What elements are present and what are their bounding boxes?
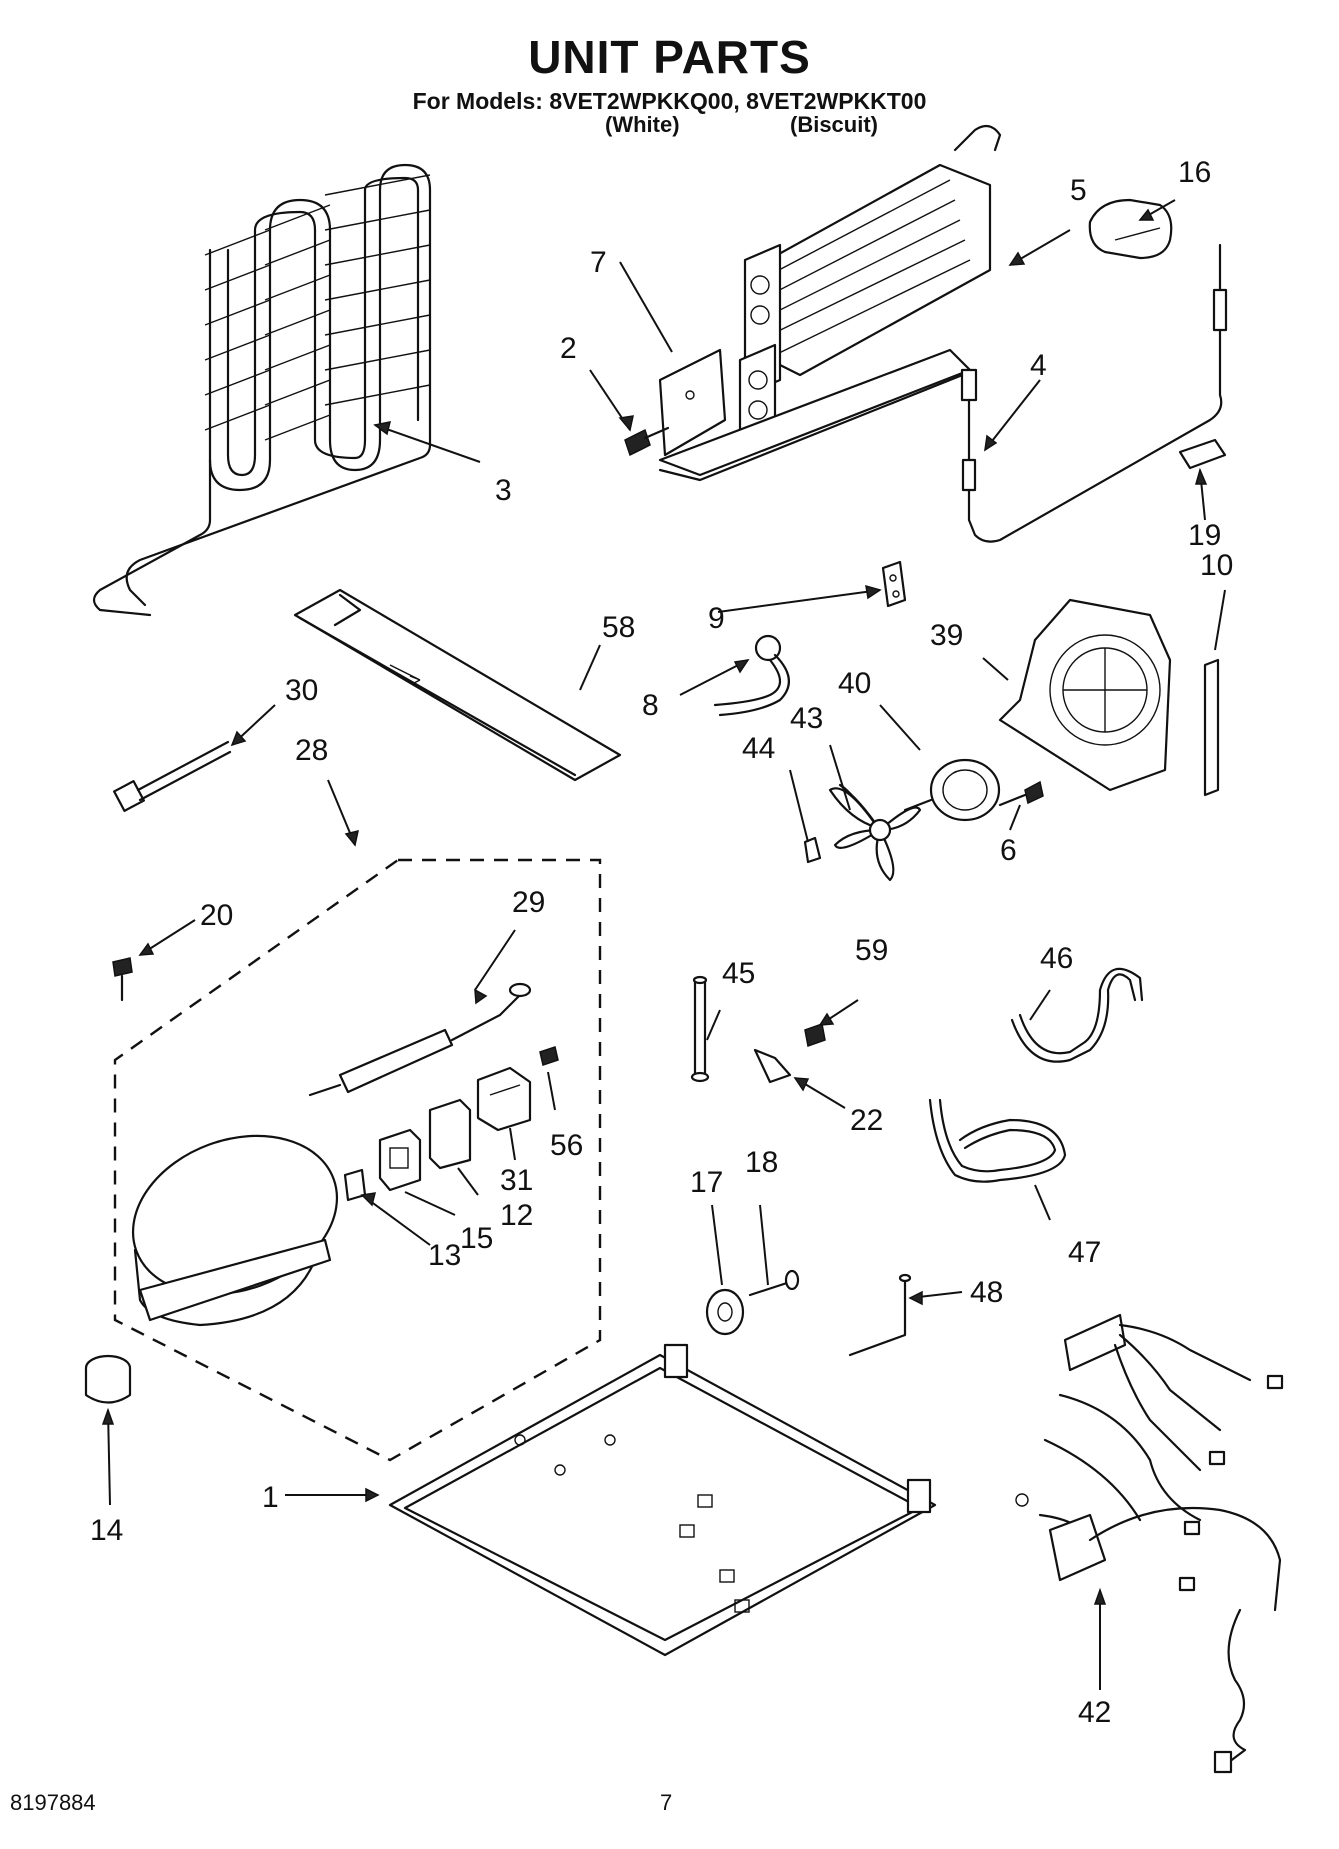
part-screw-56 (539, 1046, 559, 1066)
part-fan-blade (828, 783, 922, 882)
callout-58: 58 (602, 611, 635, 644)
part-bracket-22 (753, 1048, 792, 1084)
callout-8: 8 (642, 689, 659, 722)
part-screw-20 (112, 957, 133, 1002)
part-base-plate (388, 1343, 937, 1657)
variant-biscuit-label: (Biscuit) (790, 112, 878, 137)
part-wire-harness (1015, 1313, 1284, 1774)
part-grommet (713, 634, 790, 717)
part-pin-45 (690, 975, 710, 1083)
callout-46: 46 (1040, 942, 1073, 975)
callout-7: 7 (590, 246, 607, 279)
callout-6: 6 (1000, 834, 1017, 867)
part-compressor-grommet (84, 1354, 132, 1404)
callout-10: 10 (1200, 549, 1233, 582)
callout-17: 17 (690, 1166, 723, 1199)
callout-2: 2 (560, 332, 577, 365)
callout-3: 3 (495, 474, 512, 507)
part-condenser-coil (92, 163, 432, 617)
callout-31: 31 (500, 1164, 533, 1197)
part-relay-cover (476, 1066, 532, 1132)
variant-white-label: (White) (605, 112, 680, 137)
part-drain-tray (293, 588, 622, 782)
part-screw-59 (804, 1023, 826, 1047)
callout-45: 45 (722, 957, 755, 990)
callout-4: 4 (1030, 349, 1047, 382)
part-fan-shroud (998, 598, 1172, 792)
part-gasket-strip (1203, 658, 1220, 797)
callout-12: 12 (500, 1199, 533, 1232)
callout-44: 44 (742, 732, 775, 765)
callout-labels: 1 2 3 4 5 6 7 8 9 10 12 13 14 15 16 17 1… (90, 156, 1233, 1729)
part-sensor-clip (1178, 438, 1227, 470)
part-tube-48 (848, 1273, 912, 1357)
part-tube-47 (928, 1098, 1067, 1183)
leader-arrowheads (101, 208, 1208, 1605)
callout-13: 13 (428, 1239, 461, 1272)
callout-39: 39 (930, 619, 963, 652)
callout-22: 22 (850, 1104, 883, 1137)
page-title: UNIT PARTS (528, 31, 811, 83)
part-tube-46 (1010, 967, 1144, 1063)
callout-47: 47 (1068, 1236, 1101, 1269)
part-start-relay (378, 1128, 422, 1192)
callout-19: 19 (1188, 519, 1221, 552)
part-clip-9 (881, 560, 907, 608)
part-screw-6 (998, 780, 1044, 807)
callout-14: 14 (90, 1514, 123, 1547)
part-sensor-wire (960, 243, 1228, 543)
callout-15: 15 (460, 1222, 493, 1255)
compressor-kit-boundary (113, 858, 602, 1462)
callout-59: 59 (855, 934, 888, 967)
page-number: 7 (660, 1790, 673, 1815)
callout-43: 43 (790, 702, 823, 735)
callout-42: 42 (1078, 1696, 1111, 1729)
part-roller-pin (748, 1269, 800, 1297)
leader-lines (107, 199, 1226, 1690)
callout-16: 16 (1178, 156, 1211, 189)
part-filter-drier (308, 982, 532, 1097)
part-cable-tie (113, 740, 232, 812)
callout-9: 9 (708, 602, 725, 635)
callout-1: 1 (262, 1481, 279, 1514)
part-compressor (131, 1134, 339, 1327)
callout-5: 5 (1070, 174, 1087, 207)
callout-56: 56 (550, 1129, 583, 1162)
part-roller (705, 1288, 745, 1336)
models-line: For Models: 8VET2WPKKQ00, 8VET2WPKKT00 (412, 88, 927, 114)
callout-40: 40 (838, 667, 871, 700)
part-evaporator (658, 124, 1002, 482)
document-number: 8197884 (10, 1790, 96, 1815)
part-overload (428, 1098, 472, 1170)
callout-18: 18 (745, 1146, 778, 1179)
part-blade-clip (803, 836, 822, 864)
callout-28: 28 (295, 734, 328, 767)
part-screw-2 (624, 426, 670, 457)
callout-30: 30 (285, 674, 318, 707)
part-fan-motor (903, 758, 1001, 822)
callout-20: 20 (200, 899, 233, 932)
callout-48: 48 (970, 1276, 1003, 1309)
callout-29: 29 (512, 886, 545, 919)
